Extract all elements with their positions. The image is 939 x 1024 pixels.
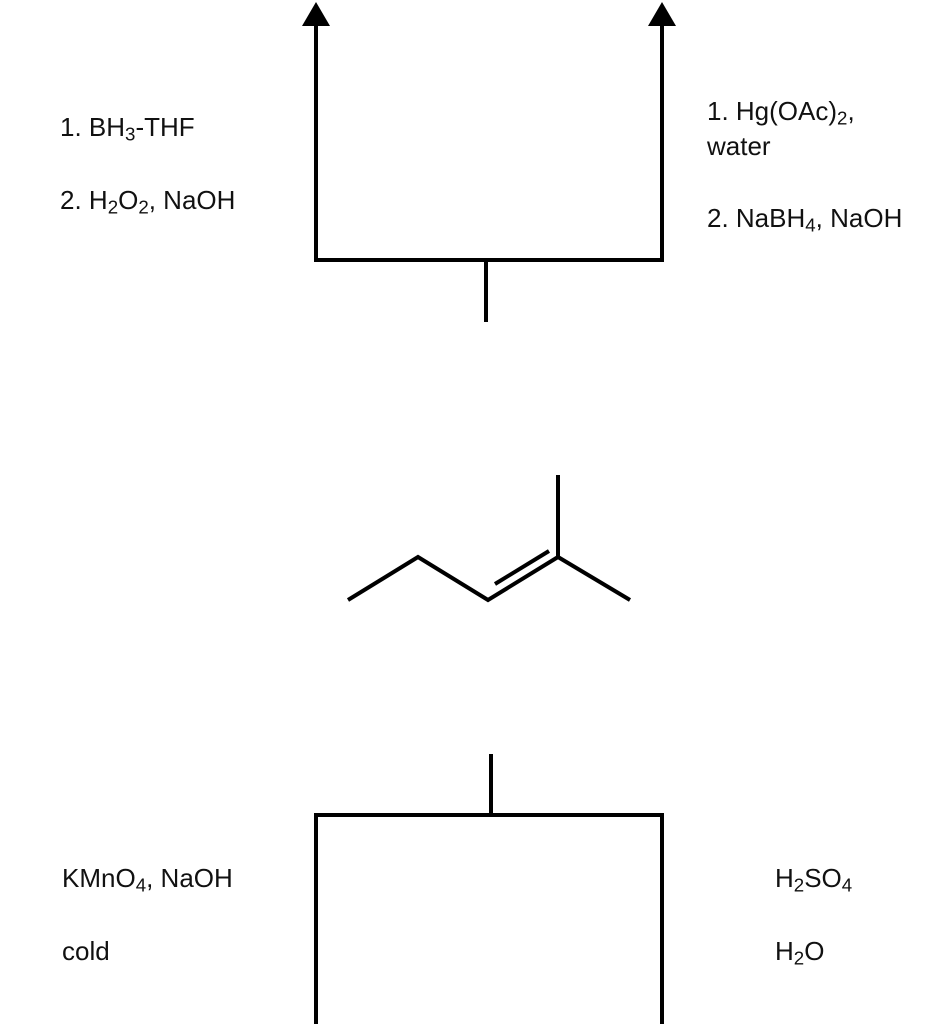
- bottom-left-reagent: KMnO4, NaOH: [62, 863, 233, 896]
- top-bracket: [314, 24, 664, 262]
- alkene-double-bond-inner-line: [493, 549, 551, 586]
- top-right-arrowhead: [648, 2, 676, 26]
- bottom-left-condition: cold: [62, 936, 110, 966]
- top-right-reagent-step1: 1. Hg(OAc)2,: [707, 96, 855, 129]
- bottom-bracket: [314, 813, 664, 1024]
- bottom-right-water: H2O: [775, 936, 825, 969]
- bottom-right-acid: H2SO4: [775, 863, 853, 896]
- top-right-reagent-step2: 2. NaBH4, NaOH: [707, 203, 903, 236]
- top-left-reagent-step2: 2. H2O2, NaOH: [60, 185, 236, 218]
- alkene-skeleton: [346, 554, 632, 603]
- top-right-reagent-step1-solvent: water: [707, 131, 771, 161]
- top-left-reagent-step1: 1. BH3-THF: [60, 112, 195, 145]
- top-left-arrowhead: [302, 2, 330, 26]
